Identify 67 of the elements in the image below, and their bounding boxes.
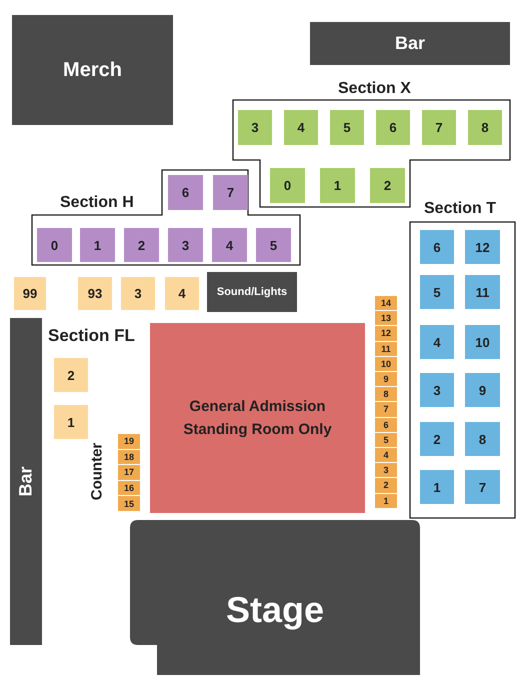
venue-area: Sound/Lights bbox=[207, 272, 297, 312]
seat-block: 1 bbox=[420, 470, 454, 504]
seat-block: 7 bbox=[465, 470, 500, 504]
seat-block: 1 bbox=[320, 168, 355, 203]
seat-block: 12 bbox=[375, 326, 397, 341]
seat-block: 10 bbox=[375, 356, 397, 371]
seat-block: 5 bbox=[375, 432, 397, 447]
venue-area: Bar bbox=[310, 22, 510, 65]
seat-block: 7 bbox=[422, 110, 456, 145]
seat-block: 19 bbox=[118, 434, 140, 449]
seat-block: 11 bbox=[465, 275, 500, 309]
seat-block: 16 bbox=[118, 480, 140, 496]
seat-block: 4 bbox=[284, 110, 318, 145]
seat-block: 5 bbox=[256, 228, 291, 262]
seat-block: 99 bbox=[14, 277, 46, 310]
seat-block: 1 bbox=[375, 494, 397, 508]
bar-area: Bar bbox=[10, 318, 42, 645]
seat-block: 15 bbox=[118, 496, 140, 511]
stage-area: Stage bbox=[130, 520, 420, 675]
area-label: Counter bbox=[88, 442, 106, 500]
seat-block: 4 bbox=[165, 277, 199, 310]
seat-block: 93 bbox=[78, 277, 112, 310]
seat-block: 2 bbox=[420, 422, 454, 456]
seat-block: 4 bbox=[212, 228, 247, 262]
section-outline bbox=[32, 170, 300, 265]
seat-block: 6 bbox=[375, 418, 397, 432]
seat-block: 3 bbox=[168, 228, 203, 262]
seat-block: 0 bbox=[37, 228, 72, 262]
seat-block: 3 bbox=[420, 373, 454, 407]
seat-block: 9 bbox=[465, 373, 500, 407]
seat-block: 7 bbox=[213, 175, 248, 210]
seat-block: 5 bbox=[330, 110, 364, 145]
seat-block: 14 bbox=[375, 296, 397, 310]
standing-area: General Admission Standing Room Only bbox=[150, 323, 365, 513]
seat-block: 13 bbox=[375, 311, 397, 326]
section-heading: Section T bbox=[424, 200, 496, 218]
section-heading: Section H bbox=[60, 194, 134, 212]
section-heading: Section FL bbox=[48, 326, 135, 346]
venue-area: Merch bbox=[12, 15, 173, 125]
seat-block: 10 bbox=[465, 325, 500, 359]
seat-block: 9 bbox=[375, 372, 397, 386]
seat-block: 3 bbox=[375, 463, 397, 478]
seat-block: 5 bbox=[420, 275, 454, 309]
seat-block: 2 bbox=[54, 358, 88, 392]
seat-block: 1 bbox=[54, 405, 88, 439]
seat-block: 1 bbox=[80, 228, 115, 262]
seat-block: 4 bbox=[375, 448, 397, 462]
seat-block: 8 bbox=[468, 110, 502, 145]
seat-block: 4 bbox=[420, 325, 454, 359]
seat-block: 2 bbox=[375, 478, 397, 493]
section-heading: Section X bbox=[338, 80, 411, 98]
seat-block: 0 bbox=[270, 168, 305, 203]
seat-block: 17 bbox=[118, 465, 140, 480]
seat-block: 7 bbox=[375, 402, 397, 417]
seat-block: 6 bbox=[376, 110, 410, 145]
seat-block: 8 bbox=[375, 387, 397, 402]
seat-block: 2 bbox=[370, 168, 405, 203]
seat-block: 12 bbox=[465, 230, 500, 264]
section-outline bbox=[410, 198, 515, 518]
seat-block: 11 bbox=[375, 342, 397, 356]
seat-block: 3 bbox=[238, 110, 272, 145]
seat-block: 3 bbox=[121, 277, 155, 310]
seat-block: 18 bbox=[118, 450, 140, 464]
seat-block: 8 bbox=[465, 422, 500, 456]
seat-block: 2 bbox=[124, 228, 159, 262]
seat-block: 6 bbox=[420, 230, 454, 264]
seat-block: 6 bbox=[168, 175, 203, 210]
